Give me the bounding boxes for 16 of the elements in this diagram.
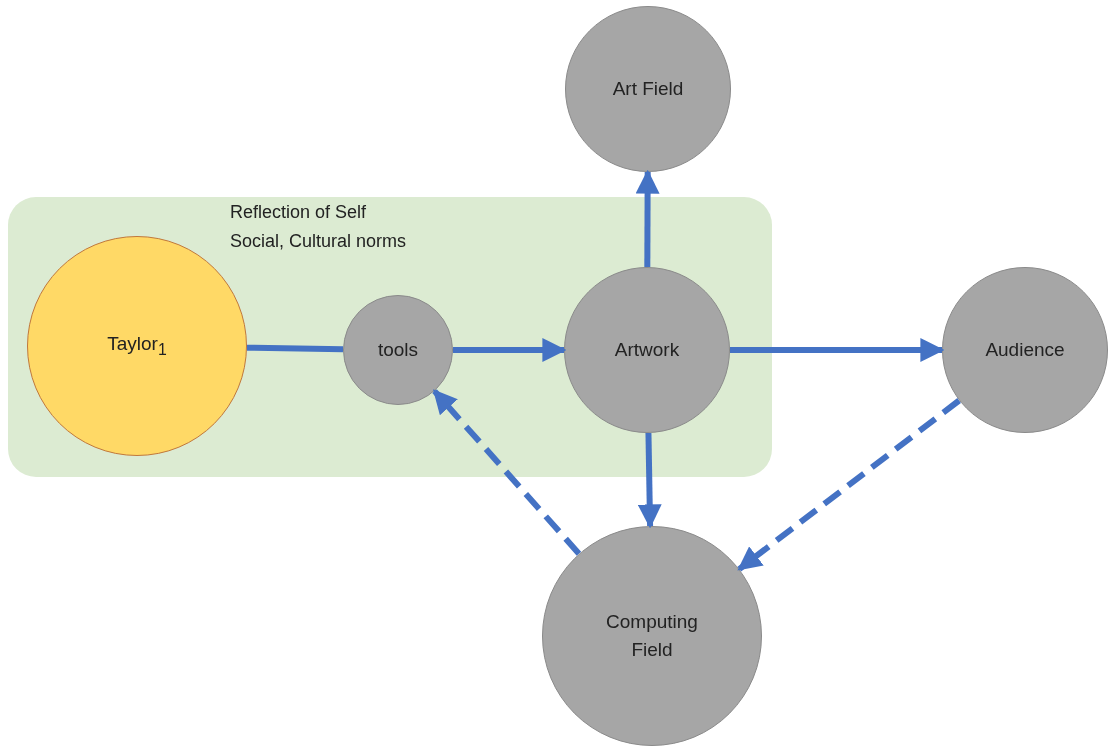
node-label: Computing Field <box>605 609 699 662</box>
arrow <box>730 338 945 362</box>
node-label: Audience <box>985 337 1065 362</box>
arrow <box>635 169 660 267</box>
group-band <box>8 197 772 477</box>
arrow <box>637 432 662 529</box>
group-label: Social, Cultural norms <box>230 231 407 252</box>
arrow <box>432 389 582 556</box>
node-label: Artwork <box>614 337 680 362</box>
node-label: Art Field <box>612 76 684 101</box>
node-label: tools <box>377 337 419 362</box>
group-label: Reflection of Self <box>230 202 367 223</box>
arrow <box>737 398 961 572</box>
arrow <box>453 338 567 362</box>
connector-line <box>246 344 344 353</box>
node-label: Taylor$_{1}$ <box>107 332 167 361</box>
